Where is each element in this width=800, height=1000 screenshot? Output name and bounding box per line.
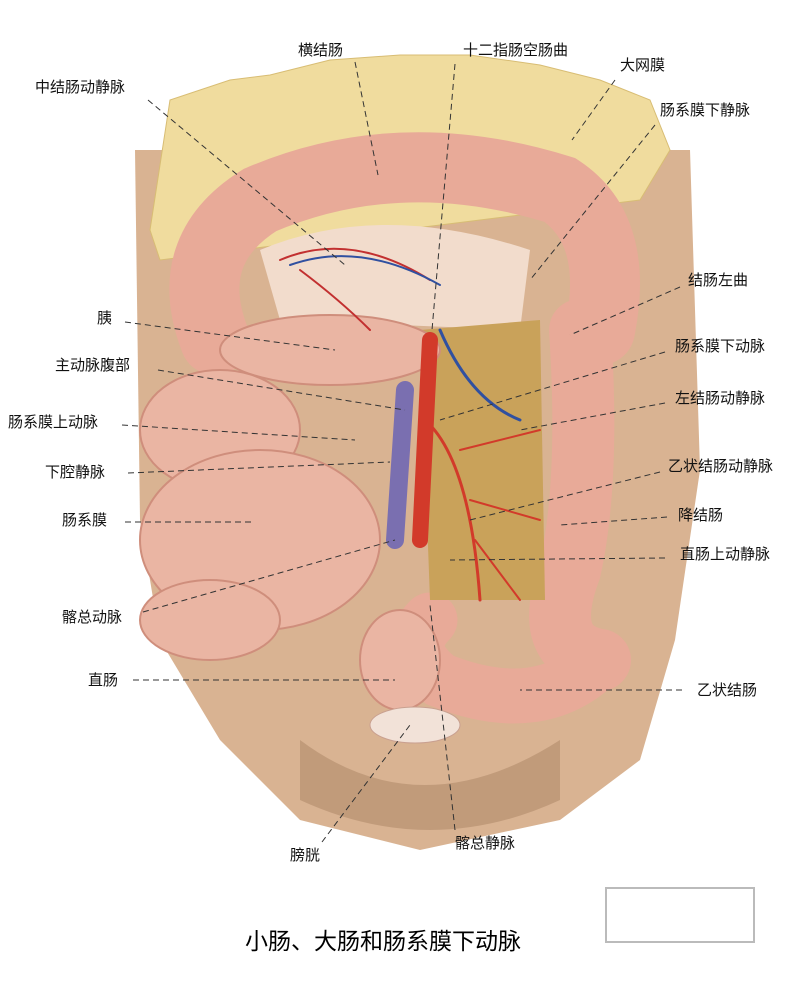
label-rectum: 直肠 [88,671,119,689]
label-descending-colon: 降结肠 [678,506,724,524]
transverse-mesocolon [260,225,530,330]
label-common-iliac-artery: 髂总动脉 [62,608,123,626]
figure-caption: 小肠、大肠和肠系膜下动脉 [245,929,521,955]
label-pancreas: 胰 [97,309,113,327]
bladder-shape [369,706,461,744]
label-bladder: 膀胱 [290,846,321,864]
label-middle-colic-vessels: 中结肠动静脉 [35,78,126,96]
pubic-region [300,740,560,830]
label-inferior-vena-cava: 下腔静脉 [45,463,106,481]
label-left-colic-flexure: 结肠左曲 [688,271,749,289]
label-superior-rectal-vessels: 直肠上动静脉 [680,545,771,563]
label-duodenojejunal-flexure: 十二指肠空肠曲 [463,41,569,59]
label-mesentery: 肠系膜 [62,511,108,529]
label-sigmoid-vessels: 乙状结肠动静脉 [668,457,774,475]
label-inferior-mesenteric-artery: 肠系膜下动脉 [675,337,766,355]
small-intestine [139,314,441,711]
label-transverse-colon: 横结肠 [298,41,344,59]
label-greater-omentum: 大网膜 [620,56,666,74]
blood-vessels [279,247,541,602]
label-inferior-mesenteric-vein: 肠系膜下静脉 [660,101,751,119]
label-superior-mesenteric-artery: 肠系膜上动脉 [8,413,99,431]
label-left-colic-vessels: 左结肠动静脉 [675,389,766,407]
posterior-wall [420,320,545,600]
label-sigmoid-colon: 乙状结肠 [697,681,758,699]
label-common-iliac-vein: 髂总静脉 [455,834,516,852]
watermark-logo [605,887,755,943]
leader-lines [121,61,682,843]
label-abdominal-aorta: 主动脉腹部 [55,356,131,374]
